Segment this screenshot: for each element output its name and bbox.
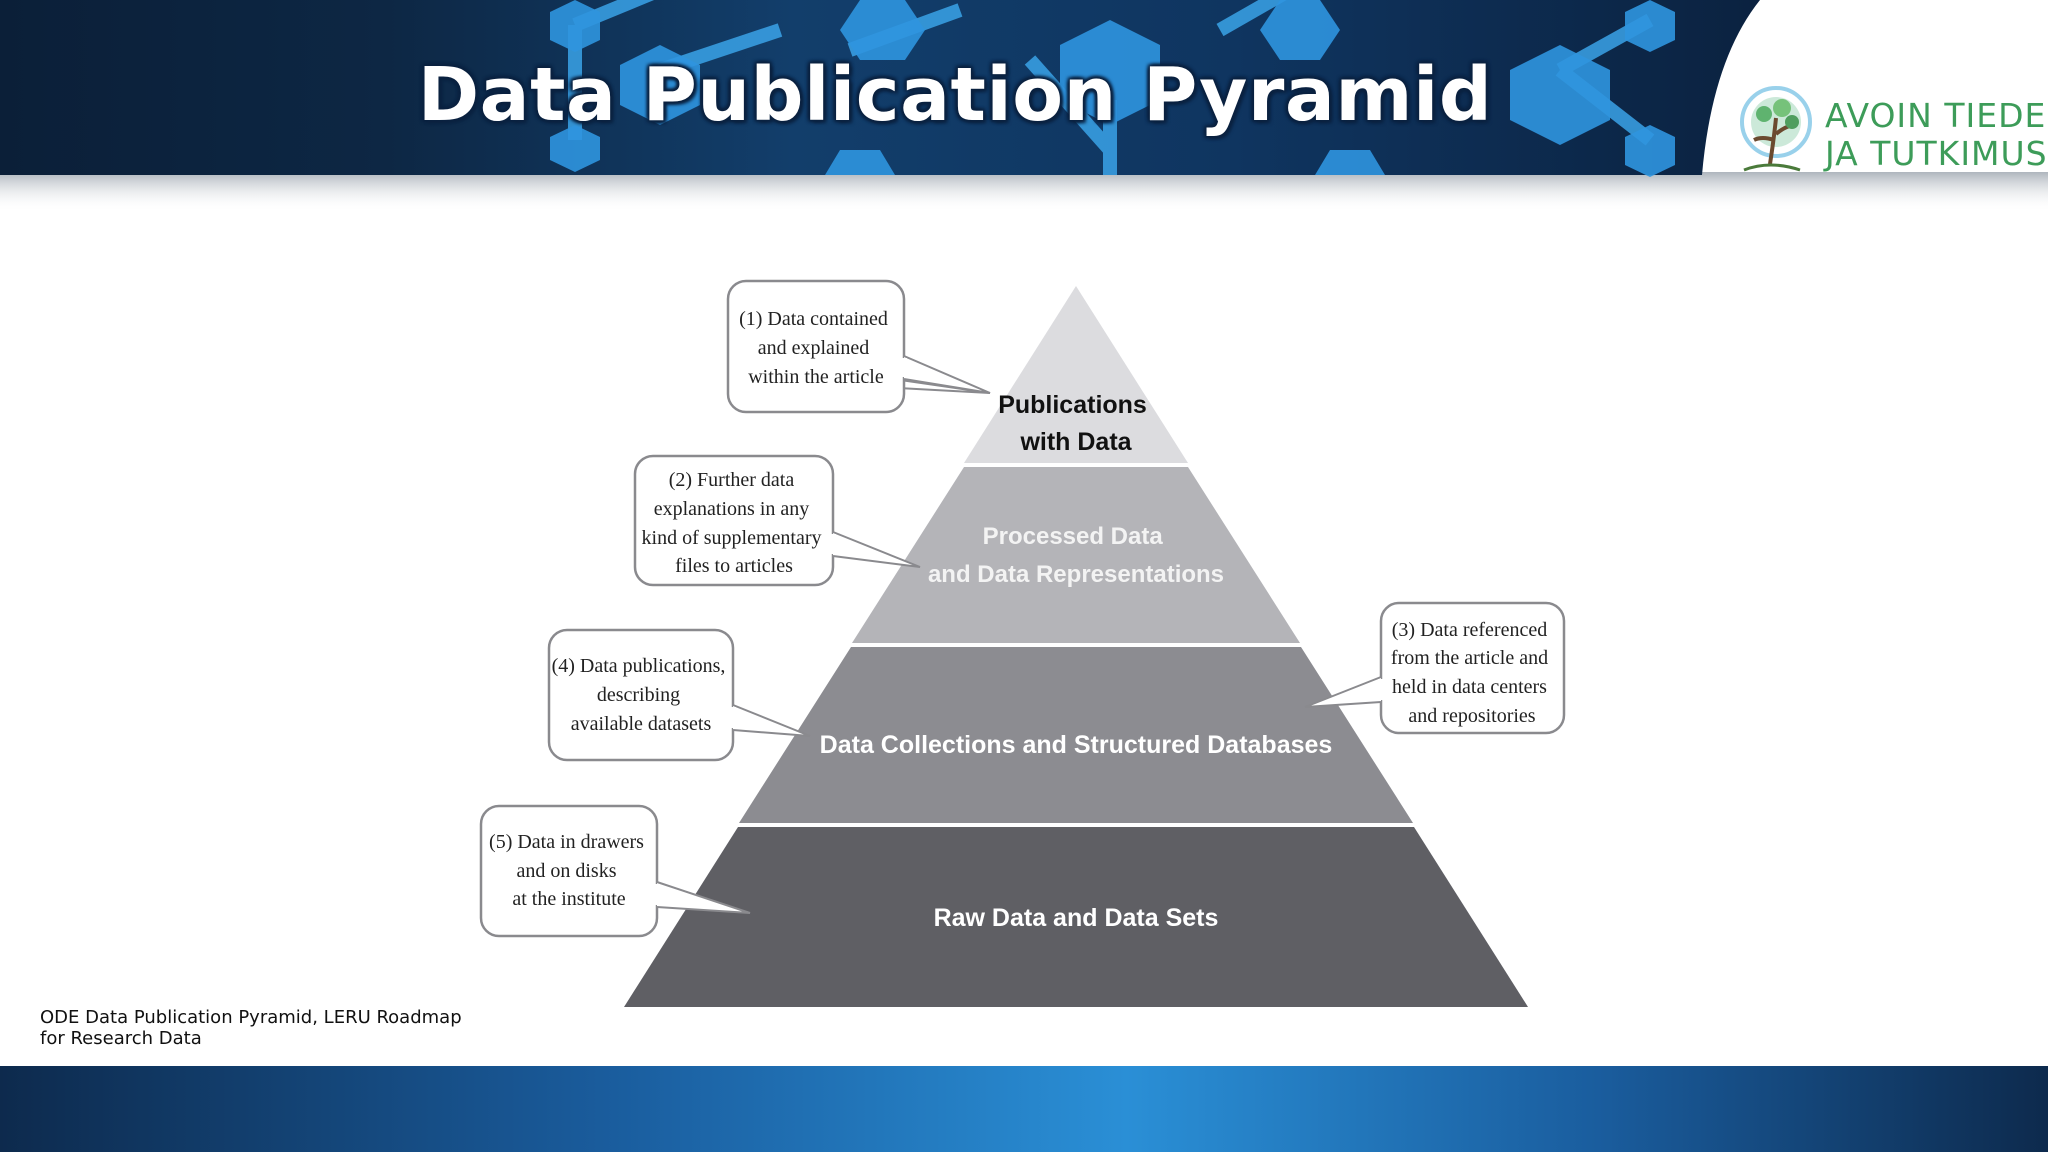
callout-1-text: (1) Data contained and explained within …: [739, 308, 893, 388]
avoin-tiede-logo: AVOIN TIEDE JA TUTKIMUS: [1730, 78, 2047, 178]
source-caption: ODE Data Publication Pyramid, LERU Roadm…: [40, 1007, 540, 1049]
footer-bar: [0, 1066, 2048, 1152]
pyramid-tier-2: [852, 467, 1300, 643]
data-publication-pyramid: Publications with Data Processed Data an…: [479, 279, 1566, 1007]
callout-3: (3) Data referenced from the article and…: [1304, 601, 1566, 735]
pyramid-tier-1: [964, 286, 1188, 463]
callout-2-pointer: [832, 531, 921, 568]
banner-shadow: [0, 172, 2048, 212]
callout-5-text: (5) Data in drawers and on disks at the …: [489, 831, 649, 910]
callout-1: (1) Data contained and explained within …: [726, 279, 991, 414]
caption-line-1: ODE Data Publication Pyramid, LERU Roadm…: [40, 1007, 462, 1028]
logo-text-line2: JA TUTKIMUS: [1825, 134, 2048, 173]
header-banner: [0, 0, 2048, 212]
tier-2-label: Processed Data and Data Representations: [928, 523, 1224, 588]
callout-5-pointer: [656, 881, 751, 914]
tier-4-label: Raw Data and Data Sets: [934, 904, 1219, 932]
tree-logo-icon: [1740, 86, 1812, 172]
callout-3-text: (3) Data referenced from the article and…: [1391, 619, 1553, 727]
callout-2-text: (2) Further data explanations in any kin…: [642, 469, 827, 577]
callout-3-pointer: [1304, 676, 1382, 708]
slide-title: Data Publication Pyramid: [417, 52, 1493, 138]
pyramid-tier-4: [624, 827, 1528, 1007]
callout-4: (4) Data publications, describing availa…: [547, 628, 811, 762]
hexagon-nodes: [550, 0, 1675, 177]
tier-3-label: Data Collections and Structured Database…: [820, 731, 1333, 759]
callout-4-pointer: [732, 704, 811, 737]
logo-text-line1: AVOIN TIEDE: [1825, 96, 2047, 135]
tier-1-label: Publications with Data: [998, 391, 1154, 456]
callout-2: (2) Further data explanations in any kin…: [633, 454, 921, 587]
callout-4-text: (4) Data publications, describing availa…: [552, 655, 731, 735]
caption-line-2: for Research Data: [40, 1028, 202, 1049]
pyramid-tier-3: [739, 647, 1413, 823]
callout-5: (5) Data in drawers and on disks at the …: [479, 804, 751, 938]
